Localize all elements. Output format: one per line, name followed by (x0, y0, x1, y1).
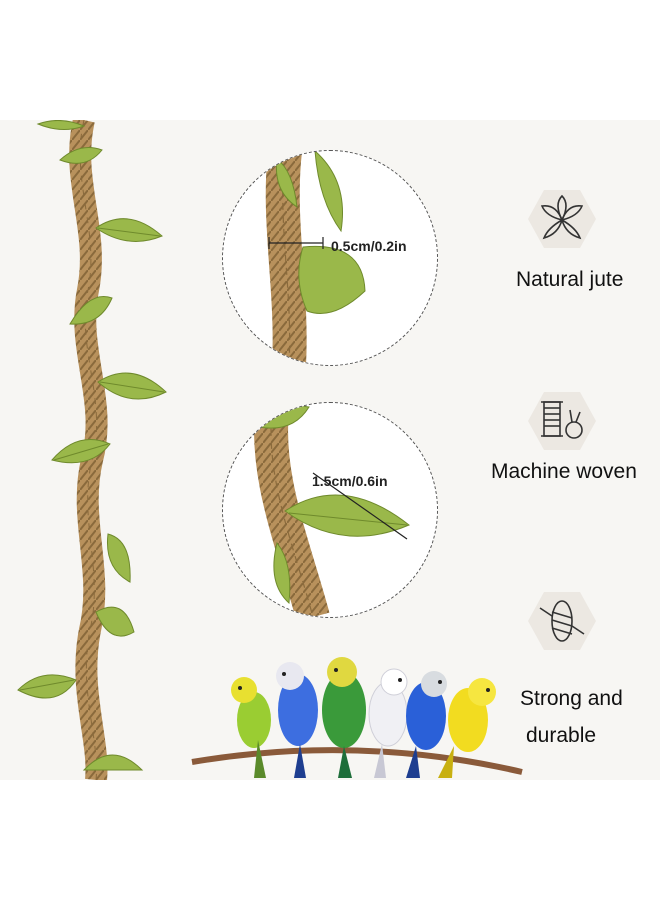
rope-width-zoom (222, 150, 438, 366)
product-panel: 0.5cm/0.2in 1.5cm/0.6in Natural jute (0, 120, 660, 780)
feature-machine-woven: Machine woven (491, 460, 637, 483)
feature-strong-durable: Strong and (520, 687, 623, 710)
rope-knot-icon (528, 592, 596, 650)
budgies-on-perch-image (191, 657, 523, 778)
feature-strong-durable-line2: durable (526, 724, 597, 747)
jute-leaf-vine-image (17, 120, 167, 780)
sewing-spool-icon (528, 392, 596, 450)
leaf-length-zoom (222, 402, 438, 618)
rope-width-label: 0.5cm/0.2in (331, 238, 407, 254)
leaf-length-label: 1.5cm/0.6in (312, 473, 388, 489)
feature-natural-jute: Natural jute (516, 268, 624, 291)
leaf-icon (528, 190, 596, 248)
